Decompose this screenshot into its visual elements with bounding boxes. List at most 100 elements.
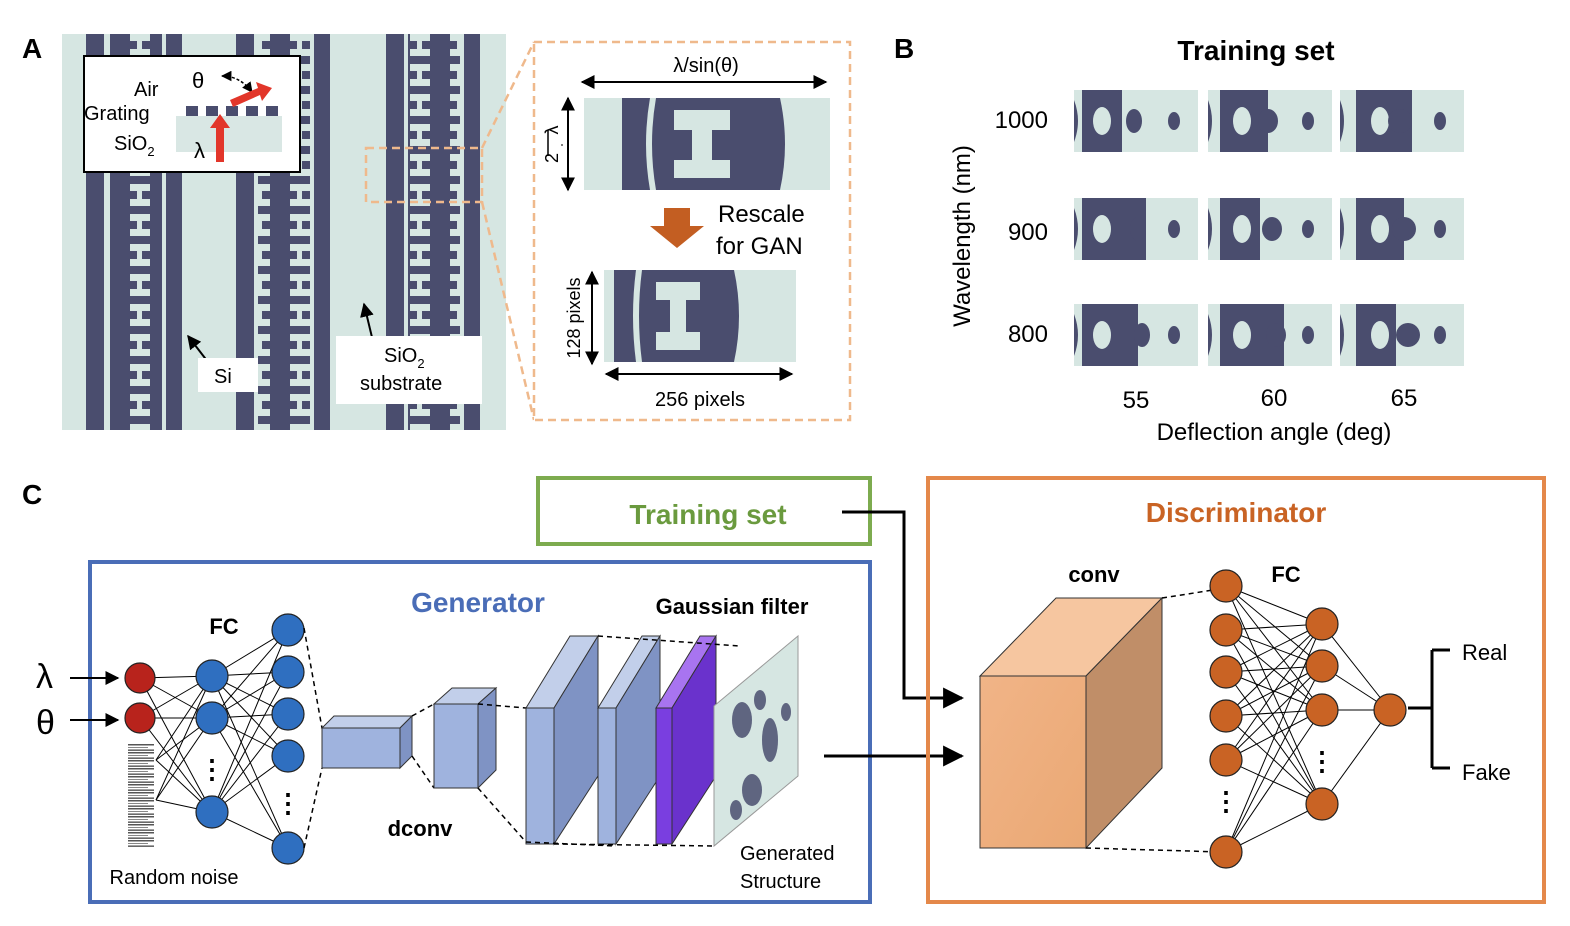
inset-theta-label: θ — [192, 68, 204, 93]
training-sample — [1340, 198, 1464, 260]
training-sample — [1208, 304, 1332, 366]
inset-sio2-label: SiO2 — [114, 133, 155, 159]
training-sample — [1340, 304, 1464, 366]
angle-tick: 60 — [1261, 385, 1288, 412]
net-node — [195, 659, 229, 693]
net-edge — [1225, 665, 1323, 853]
inset-diffracted-arrow — [230, 82, 272, 107]
discriminator-fc-label: FC — [1271, 562, 1300, 587]
inset-incident-arrow — [210, 114, 230, 162]
wavelength-tick: 800 — [1008, 321, 1048, 348]
net-edge — [1225, 623, 1323, 761]
input-theta-label: θ — [36, 704, 55, 742]
net-edge — [1321, 709, 1391, 805]
net-node — [1209, 655, 1243, 689]
net-node — [271, 739, 305, 773]
wavelength-tick-labels: 1000 900 800 — [995, 107, 1048, 348]
net-edge — [1225, 759, 1323, 805]
random-noise-barcode — [128, 744, 154, 848]
net-edge — [1225, 665, 1323, 717]
net-edge — [1225, 709, 1323, 761]
net-node — [271, 831, 305, 865]
net-edge — [211, 675, 289, 849]
training-set-label: Training set — [629, 499, 786, 530]
net-node — [1209, 569, 1243, 603]
rescale-line1: Rescale — [718, 201, 805, 228]
training-sample — [1340, 90, 1464, 152]
zoom-panel: λ/sin(θ) λ 2 Rescale for GAN 128 pixels … — [532, 40, 852, 422]
substrate-callout: SiO2 substrate — [336, 302, 482, 404]
half-lambda-num: λ — [542, 126, 562, 135]
generator-box — [88, 560, 872, 904]
input-lambda-label: λ — [36, 658, 53, 696]
training-sample — [1208, 198, 1332, 260]
net-node — [124, 662, 156, 694]
substrate-sio2-label: SiO2 — [384, 345, 425, 371]
training-sample — [1208, 90, 1332, 152]
net-node — [1305, 649, 1339, 683]
panel-b-ylabel: Wavelength (nm) — [949, 145, 976, 327]
rescale-arrow — [650, 208, 704, 248]
net-node — [1209, 613, 1243, 647]
gen-ellipsis-2: ⋮ — [275, 788, 301, 818]
training-sample — [1074, 198, 1198, 260]
rescale-line2: for GAN — [716, 233, 803, 260]
wavelength-tick: 1000 — [995, 107, 1048, 134]
panel-c-letter: C — [22, 479, 42, 510]
dconv-stack — [303, 627, 741, 849]
net-edge — [1225, 803, 1323, 853]
net-node — [124, 702, 156, 734]
real-label: Real — [1462, 640, 1507, 665]
net-node — [195, 701, 229, 735]
net-edge — [1225, 709, 1323, 853]
inset-grating-label: Grating — [84, 103, 150, 125]
net-edge — [1321, 623, 1391, 711]
net-node — [1209, 699, 1243, 733]
net-edge — [211, 629, 289, 719]
net-edge — [1225, 623, 1323, 673]
net-edge — [1225, 585, 1323, 625]
substrate-label: substrate — [360, 373, 442, 395]
net-node — [1305, 693, 1339, 727]
net-edge — [1225, 585, 1323, 667]
random-noise-label: Random noise — [110, 867, 239, 889]
half-lambda-den: 2 — [542, 153, 562, 163]
conv-block — [978, 587, 1227, 853]
generator-fc-label: FC — [209, 614, 238, 639]
discriminator-label: Discriminator — [1146, 497, 1327, 528]
wavelength-tick: 900 — [1008, 219, 1048, 246]
net-node — [271, 697, 305, 731]
height-pixels-label: 128 pixels — [564, 277, 584, 358]
output-bracket — [1408, 648, 1450, 770]
generated-structure-line1: Generated — [740, 843, 835, 865]
net-node — [1209, 835, 1243, 869]
net-edge — [1225, 629, 1323, 805]
panel-b-xlabel: Deflection angle (deg) — [1157, 419, 1392, 446]
inset-schematic: Air Grating SiO2 θ λ — [83, 55, 301, 173]
disc-ellipsis-1: ⋮ — [1213, 786, 1239, 816]
panel-b-letter: B — [894, 33, 914, 64]
zoom-region-marker — [364, 146, 484, 204]
net-edge — [1225, 623, 1323, 717]
period-label: λ/sin(θ) — [673, 55, 739, 77]
training-samples-grid — [1074, 90, 1464, 366]
training-sample — [1074, 304, 1198, 366]
si-callout: Si — [187, 334, 258, 392]
conv-label: conv — [1068, 562, 1120, 587]
net-node — [1305, 607, 1339, 641]
inset-lambda-label: λ — [194, 138, 205, 163]
panel-b-title: Training set — [1177, 35, 1334, 66]
inset-air-label: Air — [134, 79, 159, 101]
inset-angle-arc — [220, 70, 253, 93]
dconv-label: dconv — [388, 816, 454, 841]
net-node — [1305, 787, 1339, 821]
angle-tick-labels: 55 60 65 — [1123, 385, 1418, 414]
discriminator-fc-network — [1209, 569, 1407, 869]
discriminator-box — [926, 476, 1546, 904]
training-to-discriminator-arrow — [842, 510, 965, 709]
cell-full — [584, 98, 830, 190]
disc-ellipsis-2: ⋮ — [1309, 746, 1335, 776]
angle-tick: 55 — [1123, 387, 1150, 414]
generator-label: Generator — [411, 587, 545, 618]
